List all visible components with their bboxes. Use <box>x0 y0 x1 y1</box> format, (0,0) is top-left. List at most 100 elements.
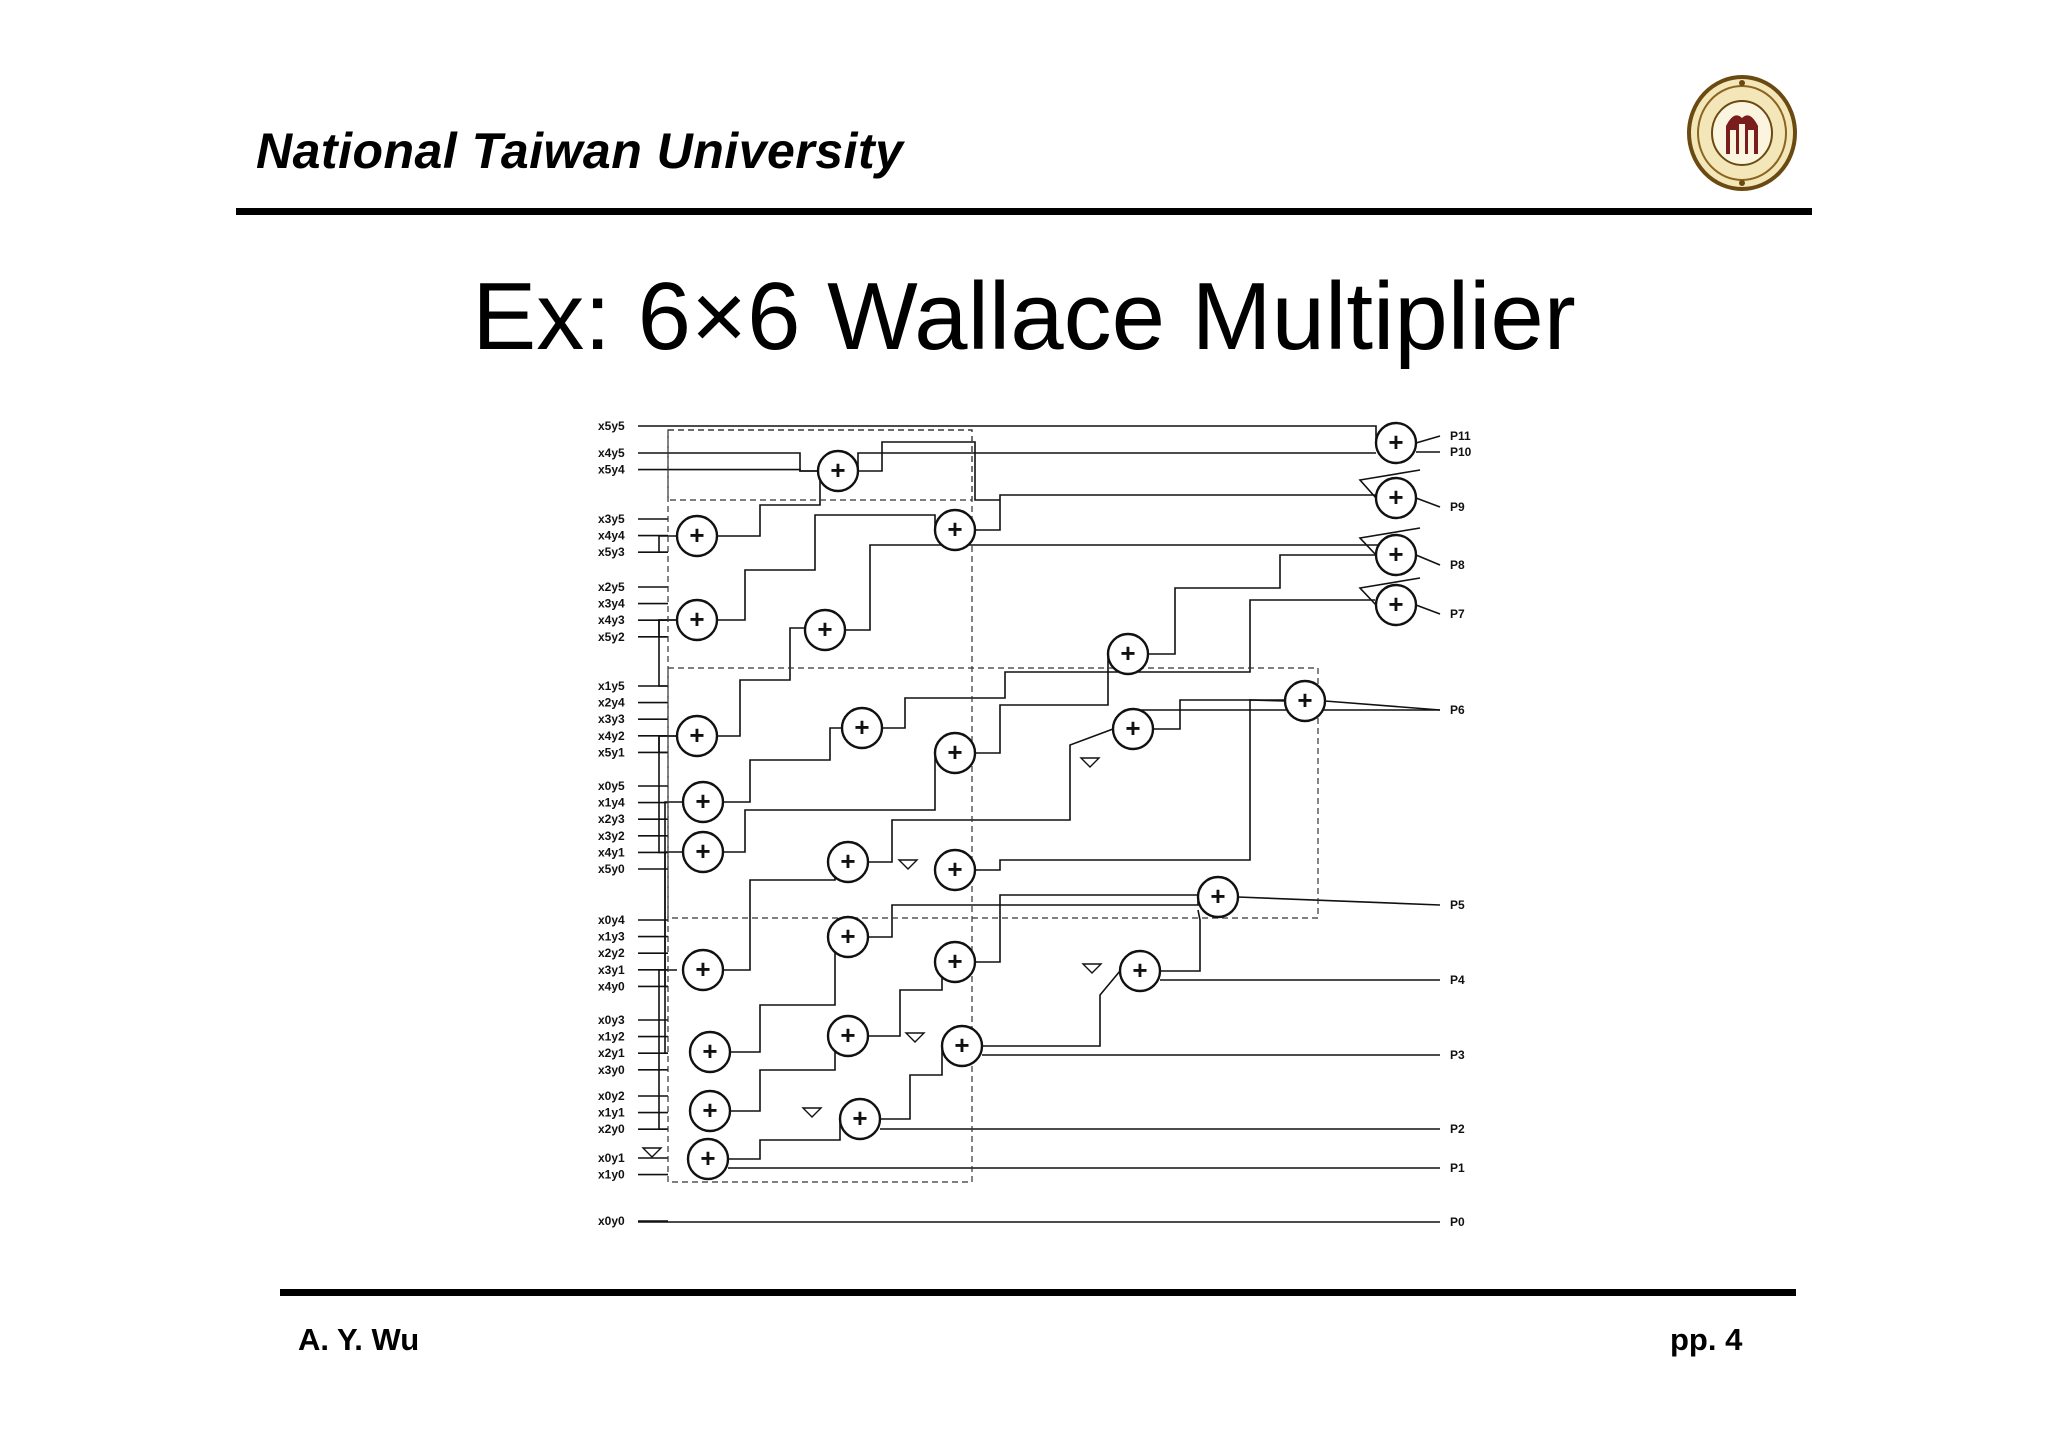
full-adder: + <box>838 1097 882 1141</box>
adder-symbol: + <box>1210 881 1225 911</box>
carry-save-wire <box>1153 699 1285 730</box>
input-label: x2y4 <box>598 696 625 710</box>
adder-symbol: + <box>1297 685 1312 715</box>
adder-symbol: + <box>695 786 710 816</box>
labels: x5y5x4y5x5y4x3y5x4y4x5y3x2y5x3y4x4y3x5y2… <box>598 419 1472 1229</box>
output-label: P1 <box>1450 1161 1465 1175</box>
output-label: P0 <box>1450 1215 1465 1229</box>
full-adder: + <box>933 508 977 552</box>
adder-symbol: + <box>1388 482 1403 512</box>
carry-save-wire <box>880 1046 943 1120</box>
terminator-marker <box>897 859 919 870</box>
input-label: x3y2 <box>598 829 625 843</box>
input-label: x2y1 <box>598 1046 625 1060</box>
output-label: P11 <box>1450 429 1471 443</box>
carry-save-wire <box>718 627 805 737</box>
input-label: x1y3 <box>598 930 625 944</box>
adder-circle <box>675 598 719 642</box>
adder-symbol: + <box>852 1103 867 1133</box>
output-label: P7 <box>1450 607 1465 621</box>
input-label: x1y1 <box>598 1106 625 1120</box>
carry-save-wire <box>858 441 1000 501</box>
carry-save-wire <box>723 727 842 803</box>
carry-save-wire <box>868 897 1199 938</box>
terminator-marker <box>801 1107 823 1118</box>
carry-save-wire <box>1358 469 1421 499</box>
adder-circle <box>1283 679 1327 723</box>
input-label: x3y1 <box>598 963 625 977</box>
adder-symbol: + <box>1388 427 1403 457</box>
input-label: x5y0 <box>598 862 625 876</box>
carry-save-wire <box>728 1119 841 1160</box>
carry-save-wire <box>975 494 1380 531</box>
carry-save-wire <box>1415 554 1441 566</box>
input-label: x1y4 <box>598 796 625 810</box>
author: A. Y. Wu <box>298 1322 420 1357</box>
full-adder: + <box>1111 707 1155 751</box>
input-label: x0y4 <box>598 913 625 927</box>
adder-circle <box>933 848 977 892</box>
input-label: x3y3 <box>598 712 625 726</box>
terminator-marker <box>641 1147 663 1158</box>
full-adder: + <box>826 915 870 959</box>
adder-symbol: + <box>947 514 962 544</box>
adder-circle <box>688 1089 732 1133</box>
carry-save-wire <box>975 699 1286 871</box>
adder-symbol: + <box>1388 589 1403 619</box>
full-adder: + <box>1374 476 1418 520</box>
carry-save-wire <box>1415 497 1441 508</box>
output-label: P5 <box>1450 898 1465 912</box>
input-label: x0y1 <box>598 1151 625 1165</box>
full-adder: + <box>688 1089 732 1133</box>
full-adder: + <box>675 714 719 758</box>
terminator-marker <box>904 1032 926 1043</box>
output-label: P3 <box>1450 1048 1465 1062</box>
full-adder: + <box>826 840 870 884</box>
adder-symbol: + <box>1132 955 1147 985</box>
adder-symbol: + <box>695 836 710 866</box>
header-rule <box>236 208 1812 215</box>
adder-symbol: + <box>954 1030 969 1060</box>
output-label: P4 <box>1450 973 1465 987</box>
input-label: x2y0 <box>598 1122 625 1136</box>
input-label: x3y0 <box>598 1063 625 1077</box>
carry-save-wire <box>718 514 936 621</box>
carry-save-wire <box>1358 527 1421 556</box>
adder-symbol: + <box>695 954 710 984</box>
carry-save-wire <box>868 962 943 1037</box>
adder-circle <box>675 514 719 558</box>
input-label: x3y4 <box>598 597 625 611</box>
carry-save-wire <box>668 425 1377 443</box>
full-adder: + <box>940 1024 984 1068</box>
adder-circle <box>1196 875 1240 919</box>
input-label: x5y4 <box>598 463 625 477</box>
adder-circle <box>1374 421 1418 465</box>
input-label: x5y2 <box>598 630 625 644</box>
input-label: x0y2 <box>598 1089 625 1103</box>
adder-symbol: + <box>947 946 962 976</box>
input-label: x5y5 <box>598 419 625 433</box>
input-label: x4y3 <box>598 613 625 627</box>
slide-title: Ex: 6×6 Wallace Multiplier <box>472 263 1576 370</box>
adder-symbol: + <box>689 520 704 550</box>
carry-save-wire <box>975 654 1109 754</box>
full-adder: + <box>826 1014 870 1058</box>
adders: ++++++++++++++++++++++++++++++ <box>675 421 1418 1181</box>
adder-circle <box>1374 583 1418 627</box>
input-label: x5y3 <box>598 545 625 559</box>
carry-save-wire <box>1358 577 1421 606</box>
full-adder: + <box>675 514 719 558</box>
input-label: x3y5 <box>598 512 625 526</box>
input-label: x1y0 <box>598 1168 625 1182</box>
output-label: P2 <box>1450 1122 1465 1136</box>
terminator-marker <box>1079 757 1101 768</box>
input-label: x4y2 <box>598 729 625 743</box>
output-label: P8 <box>1450 558 1465 572</box>
full-adder: + <box>1196 875 1240 919</box>
university-seal-icon <box>1687 75 1797 191</box>
full-adder: + <box>681 830 725 874</box>
adder-symbol: + <box>830 455 845 485</box>
carry-save-wire <box>857 452 1376 471</box>
full-adder: + <box>816 449 860 493</box>
